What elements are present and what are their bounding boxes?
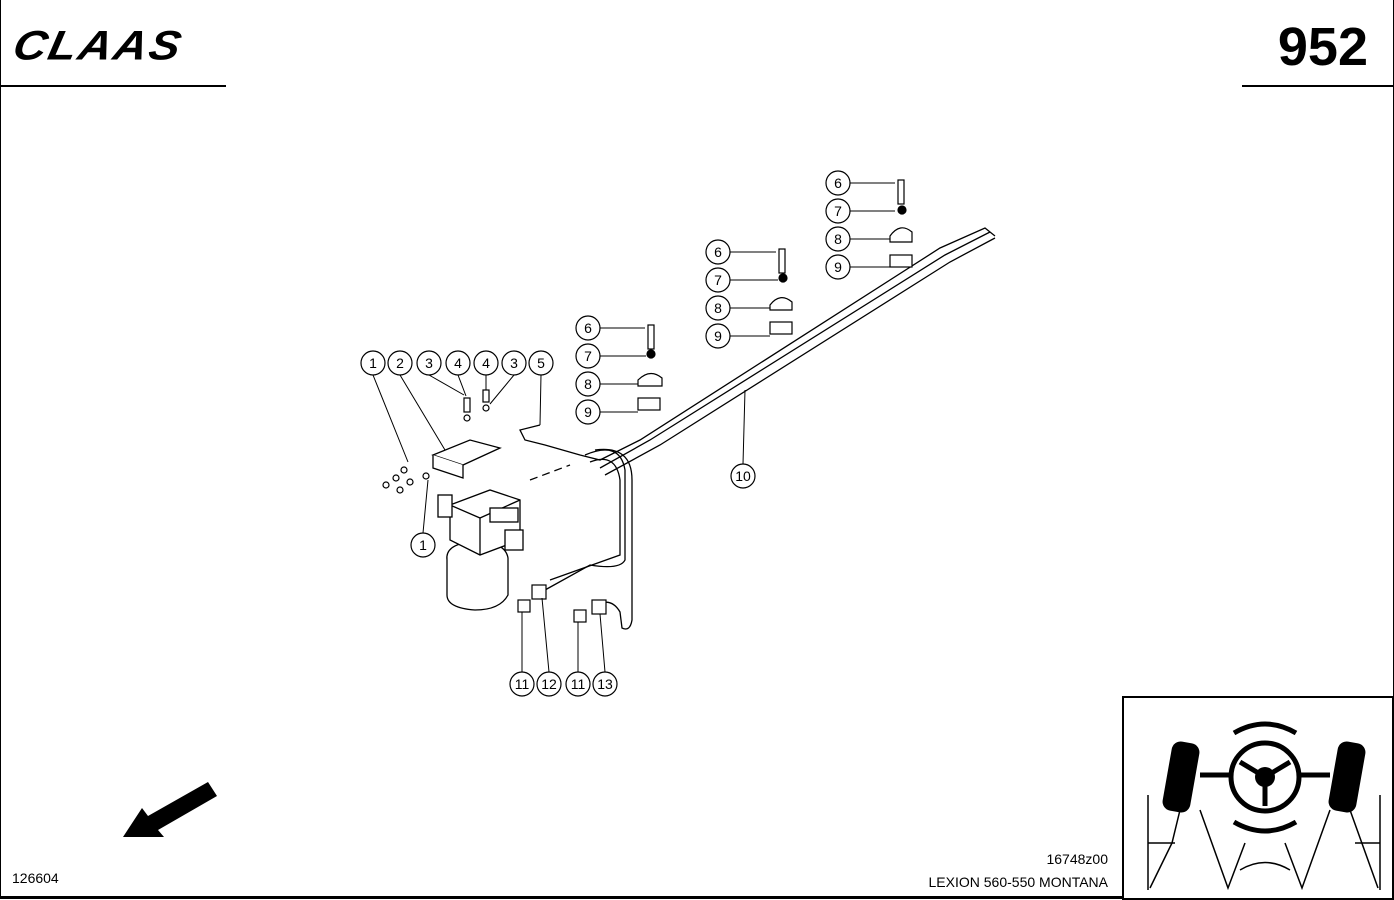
callout-number: 10: [735, 468, 751, 484]
callout-circle: [536, 671, 562, 697]
part-callout: 6: [825, 170, 851, 196]
part-callout: 8: [825, 226, 851, 252]
fasteners: [382, 179, 913, 623]
part-callout: 12: [536, 671, 562, 697]
callout-number: 9: [714, 328, 722, 344]
part-callout: 3: [501, 350, 527, 376]
callout-number: 8: [834, 231, 842, 247]
callout-circle: [445, 350, 471, 376]
callout-circle: [592, 671, 618, 697]
callout-number: 8: [584, 376, 592, 392]
callout-circle: [565, 671, 591, 697]
part-callout: 10: [730, 463, 756, 489]
callout-circle: [825, 254, 851, 280]
part-callout: 8: [575, 371, 601, 397]
arrow-down-left-icon: [123, 782, 217, 837]
callout-circle: [528, 350, 554, 376]
callout-number: 8: [714, 300, 722, 316]
hydraulic-pipes: [519, 227, 996, 630]
reference-number: 126604: [12, 870, 59, 886]
callout-number: 6: [834, 175, 842, 191]
callout-circle: [825, 198, 851, 224]
callout-number: 11: [571, 676, 586, 692]
callout-number: 4: [454, 355, 462, 371]
steering-wheel-icon: [1122, 696, 1394, 900]
callout-circle: [575, 315, 601, 341]
part-callout: 7: [705, 267, 731, 293]
callout-circle: [410, 532, 436, 558]
model-name: LEXION 560-550 MONTANA: [928, 874, 1108, 890]
callout-number: 12: [541, 676, 557, 692]
callout-circle: [473, 350, 499, 376]
callout-number: 2: [396, 355, 404, 371]
footer-rule: [0, 896, 1125, 898]
callout-number: 1: [419, 537, 427, 553]
drawing-number: 16748z00: [1046, 851, 1108, 867]
part-callout: 11: [565, 671, 591, 697]
valve-block: [431, 439, 524, 611]
part-callout: 9: [705, 323, 731, 349]
callout-circle: [825, 226, 851, 252]
part-callout: 5: [528, 350, 554, 376]
part-callout: 8: [705, 295, 731, 321]
header-rule-right: [1242, 85, 1394, 87]
part-callout: 6: [705, 239, 731, 265]
callout-circle: [705, 239, 731, 265]
callout-number: 6: [714, 244, 722, 260]
callout-number: 5: [537, 355, 545, 371]
part-callout: 1: [360, 350, 386, 376]
callout-number: 4: [482, 355, 490, 371]
callout-circle: [575, 371, 601, 397]
callout-number: 1: [369, 355, 377, 371]
callout-circle: [501, 350, 527, 376]
part-callout: 2: [387, 350, 413, 376]
part-callout: 9: [825, 254, 851, 280]
part-callout: 6: [575, 315, 601, 341]
callout-circle: [509, 671, 535, 697]
callout-number: 7: [834, 203, 842, 219]
leader-lines: [372, 182, 895, 673]
callout-circle: [825, 170, 851, 196]
callout-number: 7: [584, 348, 592, 364]
part-callout: 3: [416, 350, 442, 376]
callout-circle: [730, 463, 756, 489]
callout-circle: [387, 350, 413, 376]
part-callout: 9: [575, 399, 601, 425]
part-callout: 13: [592, 671, 618, 697]
callout-number: 3: [425, 355, 433, 371]
page-number: 952: [1277, 17, 1368, 77]
callout-number: 11: [515, 676, 530, 692]
callout-circle: [575, 399, 601, 425]
part-callout: 7: [825, 198, 851, 224]
part-callout: 11: [509, 671, 535, 697]
part-callout: 4: [445, 350, 471, 376]
callout-number: 6: [584, 320, 592, 336]
part-callout: 4: [473, 350, 499, 376]
callout-circle: [705, 323, 731, 349]
callout-circle: [360, 350, 386, 376]
callout-number: 9: [834, 259, 842, 275]
callout-circle: [705, 267, 731, 293]
header-rule-left: [0, 85, 226, 87]
callout-number: 9: [584, 404, 592, 420]
callout-number: 13: [597, 676, 613, 692]
callout-number: 7: [714, 272, 722, 288]
callout-number: 3: [510, 355, 518, 371]
callout-circle: [416, 350, 442, 376]
part-callout: 7: [575, 343, 601, 369]
part-callout: 1: [410, 532, 436, 558]
callout-circle: [705, 295, 731, 321]
callout-circle: [575, 343, 601, 369]
